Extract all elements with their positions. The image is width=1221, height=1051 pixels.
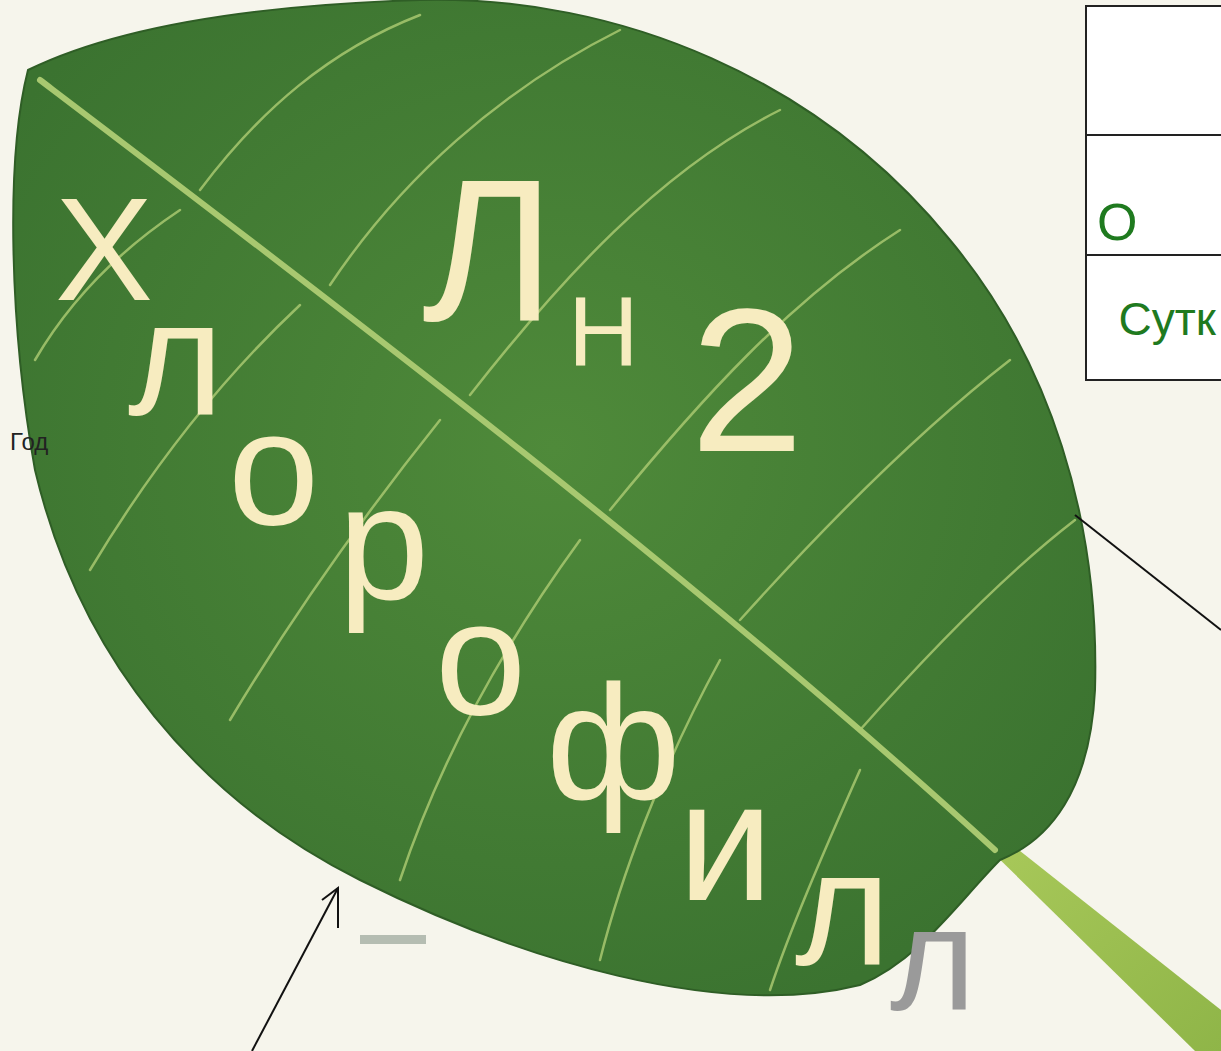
chlorophyll-letter: р — [338, 461, 429, 625]
table-grid — [1086, 6, 1221, 380]
table-cell: Сутк — [1119, 296, 1216, 342]
arrow — [252, 888, 338, 1051]
chlorophyll-letter: и — [678, 756, 773, 926]
leaf-petiole — [985, 835, 1221, 1051]
label: Год — [10, 430, 48, 454]
leaf-blade — [13, 0, 1095, 995]
table-cell: O — [1097, 196, 1137, 248]
grey-letter: л — [890, 886, 976, 1033]
formula-symbol: 2 — [690, 277, 804, 482]
grey-dash — [360, 935, 426, 944]
formula-index: H — [568, 282, 639, 380]
leader-line — [1075, 515, 1221, 630]
leaf-veins — [35, 15, 1075, 990]
chlorophyll-letter: л — [795, 826, 891, 990]
chlorophyll-letter: ф — [546, 661, 681, 825]
formula-symbol: Л — [422, 148, 555, 351]
chlorophyll-letter: л — [128, 276, 224, 440]
chlorophyll-letter: о — [228, 386, 319, 550]
chlorophyll-letter: о — [435, 576, 526, 740]
